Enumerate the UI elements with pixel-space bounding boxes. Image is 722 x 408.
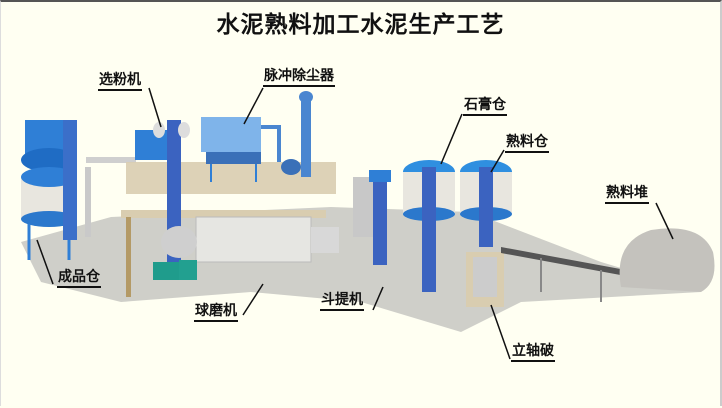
ball-mill-graphic bbox=[153, 216, 339, 280]
label-bucket-elevator: 斗提机 bbox=[320, 292, 364, 311]
label-ball-mill: 球磨机 bbox=[194, 303, 238, 322]
label-clinker-silo: 熟料仓 bbox=[505, 134, 549, 153]
label-finished-product-silo: 成品仓 bbox=[57, 269, 101, 288]
diagram-title: 水泥熟料加工水泥生产工艺 bbox=[216, 12, 505, 38]
label-gypsum-silo: 石膏仓 bbox=[463, 97, 507, 116]
pulse-dust-collector-graphic bbox=[201, 91, 313, 182]
gypsum-silo-graphic bbox=[403, 160, 455, 292]
label-vertical-shaft-crusher: 立轴破 bbox=[511, 343, 555, 362]
label-separator: 选粉机 bbox=[98, 72, 142, 91]
leader-lines bbox=[36, 87, 674, 360]
label-pulse-dust-collector: 脉冲除尘器 bbox=[263, 68, 335, 87]
clinker-pile-graphic bbox=[619, 228, 715, 292]
finished-product-silo-graphic bbox=[21, 120, 136, 260]
bucket-elevator-graphic bbox=[353, 170, 391, 265]
vertical-shaft-crusher-graphic bbox=[466, 252, 504, 307]
clinker-silo-graphic bbox=[460, 160, 512, 247]
label-clinker-pile: 熟料堆 bbox=[605, 185, 649, 204]
